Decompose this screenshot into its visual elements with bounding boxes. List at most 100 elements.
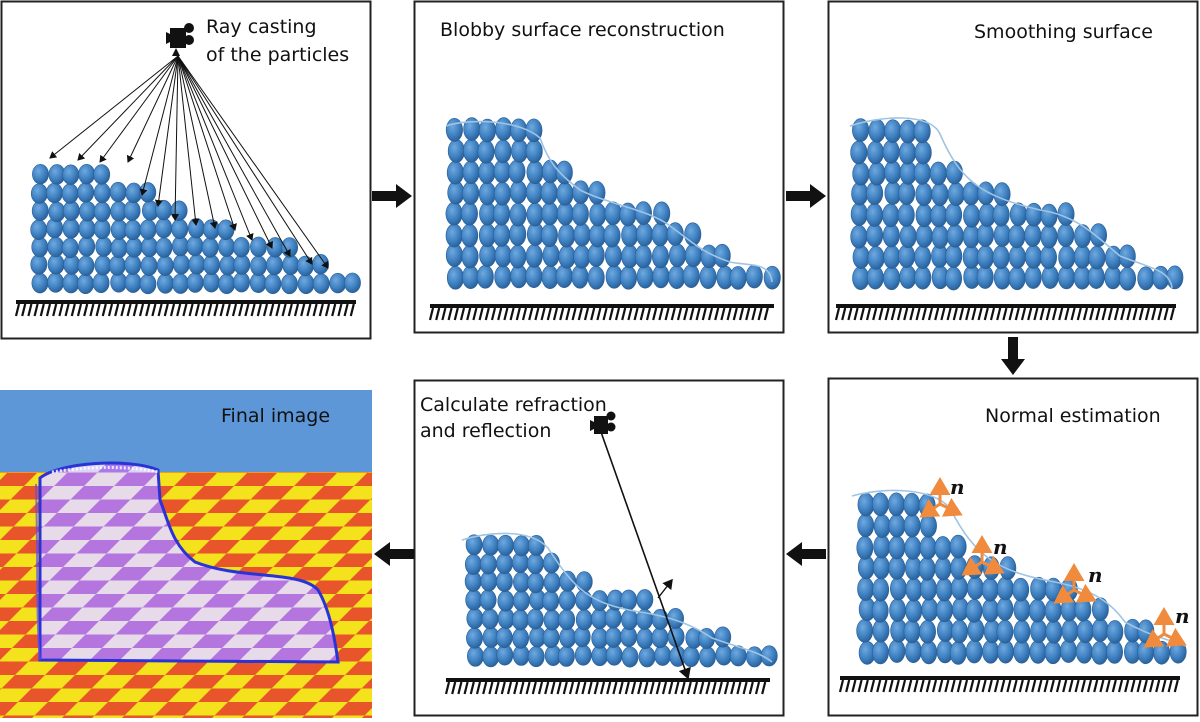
- particle: [462, 138, 481, 163]
- particle: [899, 140, 917, 165]
- particle: [850, 140, 868, 165]
- particle: [850, 224, 868, 249]
- particle: [1024, 223, 1042, 248]
- particle: [945, 160, 963, 185]
- particle: [871, 598, 889, 623]
- particle: [982, 639, 999, 664]
- particle: [1044, 640, 1062, 665]
- particle: [852, 266, 870, 291]
- particle: [1091, 641, 1109, 665]
- particle: [513, 590, 530, 612]
- particle: [898, 244, 916, 269]
- particle: [477, 139, 495, 164]
- particle: [1044, 599, 1062, 623]
- particle: [1153, 640, 1171, 665]
- particle: [1008, 224, 1026, 249]
- particle: [992, 202, 1010, 227]
- particle: [934, 536, 952, 560]
- particle: [856, 618, 874, 643]
- particle: [621, 223, 639, 247]
- particle: [729, 266, 747, 290]
- particle: [947, 182, 965, 207]
- particle: [918, 557, 936, 581]
- particle: [976, 223, 994, 247]
- particle: [575, 609, 593, 631]
- particle: [494, 265, 512, 289]
- particle: [888, 639, 906, 663]
- ray-line: [177, 55, 273, 249]
- particle: [1013, 619, 1031, 644]
- particle: [904, 536, 922, 560]
- particle: [527, 572, 545, 594]
- particle: [651, 627, 669, 649]
- ground-hatch-icon: [838, 676, 1180, 693]
- particle: [465, 589, 483, 611]
- particle: [140, 255, 158, 276]
- flow-arrow-icon: [786, 184, 826, 208]
- particle: [555, 264, 573, 289]
- particle: [479, 553, 497, 575]
- particle: [1166, 265, 1184, 290]
- blobby-label: Blobby surface reconstruction: [440, 19, 725, 41]
- ray-line: [177, 55, 200, 226]
- particle: [899, 265, 917, 289]
- particle: [1091, 618, 1109, 643]
- particles-normal: [856, 492, 1187, 665]
- particle: [993, 182, 1011, 206]
- particle: [540, 223, 558, 248]
- particle: [462, 160, 480, 185]
- particle: [1024, 245, 1043, 269]
- particle: [937, 618, 954, 643]
- particle: [509, 180, 527, 204]
- particle: [203, 254, 220, 276]
- particle: [1008, 245, 1026, 269]
- ray-line: [139, 55, 179, 196]
- particle: [604, 607, 622, 629]
- particle: [605, 264, 623, 289]
- particle: [871, 492, 889, 517]
- particle: [95, 236, 113, 257]
- particle: [266, 254, 283, 276]
- particle: [312, 273, 330, 294]
- particle: [929, 161, 947, 186]
- particle: [1106, 640, 1123, 664]
- particle: [61, 237, 79, 259]
- particle: [905, 577, 923, 602]
- particle: [965, 639, 983, 664]
- particle: [715, 644, 733, 666]
- particle: [510, 118, 528, 143]
- particle: [344, 272, 361, 293]
- particle: [481, 608, 499, 630]
- particle: [867, 246, 885, 270]
- particle: [558, 589, 576, 611]
- ray-line: [77, 55, 179, 161]
- particle: [526, 160, 544, 185]
- normal-arrow-icon: [1053, 563, 1097, 604]
- particle: [699, 646, 716, 668]
- particle: [526, 553, 544, 575]
- particle: [445, 118, 463, 142]
- particles-blobby: [445, 117, 781, 290]
- particle: [1058, 245, 1076, 270]
- particle: [888, 556, 906, 580]
- particle: [914, 140, 932, 165]
- particle: [850, 202, 868, 226]
- particle: [882, 139, 900, 164]
- particle: [951, 576, 968, 600]
- particle: [898, 181, 916, 206]
- particle: [110, 237, 128, 259]
- particle: [920, 513, 937, 538]
- particle: [511, 139, 529, 163]
- particle: [588, 223, 607, 248]
- normal-arrows: [919, 477, 1187, 648]
- particle: [1075, 639, 1093, 664]
- particle: [78, 163, 96, 185]
- particle: [1057, 223, 1075, 248]
- particle: [250, 236, 267, 258]
- particle: [949, 641, 967, 665]
- ray-casting-label-line1: Ray casting: [206, 16, 317, 38]
- particle: [915, 203, 933, 228]
- particle: [526, 202, 544, 227]
- particle: [493, 159, 511, 184]
- particle: [77, 273, 94, 295]
